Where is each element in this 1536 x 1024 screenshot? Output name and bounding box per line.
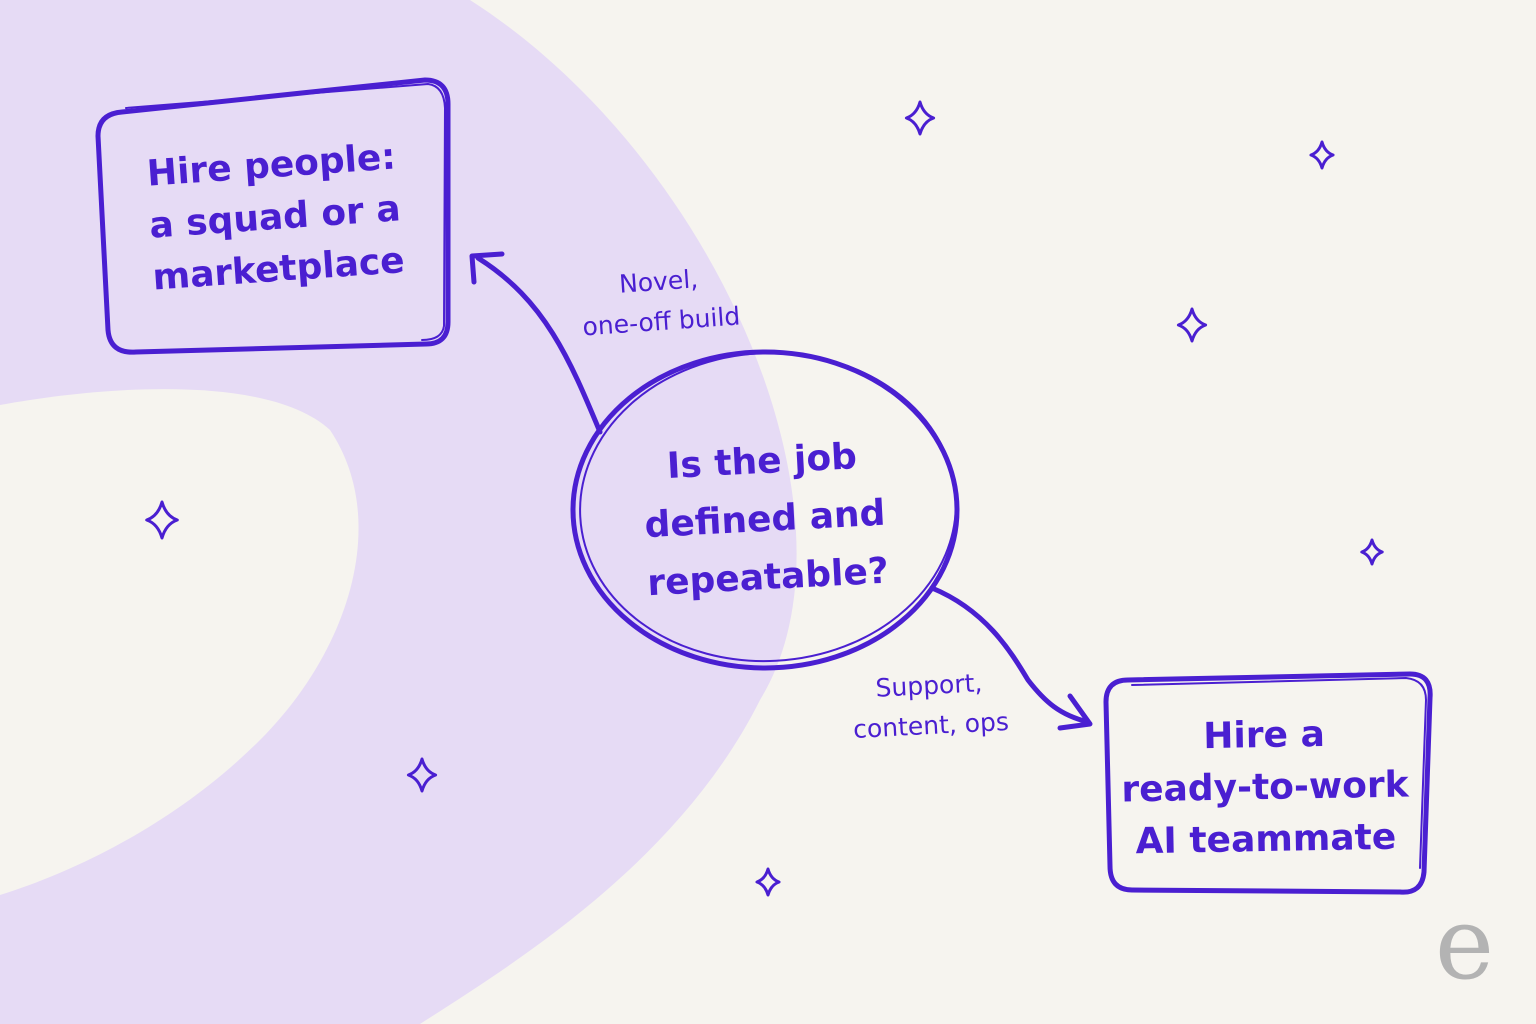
sparkle-icon	[755, 867, 781, 897]
paper-blob-shape	[0, 389, 359, 895]
sparkle-icon	[904, 100, 936, 136]
arrow-head-icon	[469, 251, 505, 285]
sparkle-icon	[1360, 538, 1384, 566]
left-edge-label: Novel, one-off build	[581, 264, 742, 342]
sparkle-icon	[1176, 307, 1208, 343]
left-outcome-box	[95, 77, 451, 355]
right-outcome-text: Hire a ready-to-work AI teammate	[1121, 713, 1409, 863]
brand-logo-icon: e	[1434, 885, 1494, 1002]
sparkle-group	[145, 100, 1384, 897]
sparkle-icon	[145, 500, 179, 540]
question-ellipse	[570, 349, 960, 671]
sparkle-icon	[406, 757, 438, 793]
left-outcome-text: Hire people: a squad or a marketplace	[145, 136, 406, 299]
question-text: Is the job defined and repeatable?	[643, 436, 890, 605]
right-outcome-box	[1103, 671, 1433, 895]
arrow-head-icon	[1057, 693, 1093, 731]
arrow-to-right-outcome	[929, 585, 1093, 731]
right-edge-label: Support, content, ops	[852, 668, 1010, 745]
sparkle-icon	[1309, 140, 1335, 170]
arrow-to-left-outcome	[469, 251, 603, 435]
